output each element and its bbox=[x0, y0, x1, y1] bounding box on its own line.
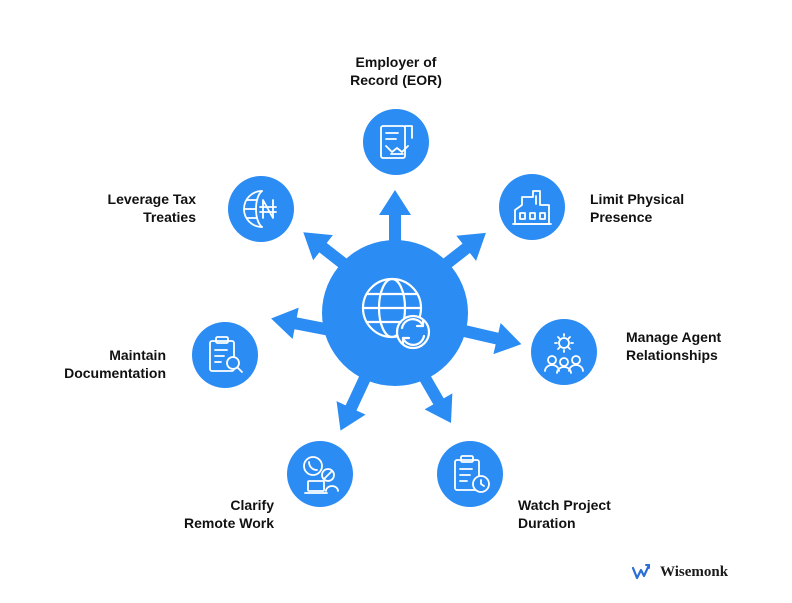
label-leverage-tax-treaties: Leverage Tax Treaties bbox=[107, 191, 196, 225]
label-eor: Employer of Record (EOR) bbox=[350, 54, 442, 88]
arrow-limit bbox=[437, 232, 486, 273]
node-eor bbox=[363, 109, 429, 175]
node-limit bbox=[499, 174, 565, 240]
arrow-agent bbox=[458, 322, 522, 355]
brand-name: Wisemonk bbox=[660, 563, 729, 580]
wisemonk-logo-icon bbox=[632, 563, 651, 580]
node-watch bbox=[437, 441, 503, 507]
hub-node bbox=[322, 240, 468, 386]
globe-naira-icon bbox=[243, 190, 277, 228]
arrows bbox=[271, 190, 522, 431]
brand-logo: Wisemonk bbox=[632, 563, 728, 581]
node-leverage bbox=[228, 176, 294, 242]
arrow-maintain bbox=[271, 307, 332, 340]
label-clarify-remote-work: Clarify Remote Work bbox=[184, 497, 274, 531]
clipboard-search-icon bbox=[209, 336, 243, 373]
contract-handshake-icon bbox=[380, 125, 413, 159]
globe-sync-icon bbox=[361, 277, 431, 350]
arrow-clarify bbox=[336, 375, 371, 431]
people-gear-icon bbox=[544, 333, 584, 374]
node-maintain bbox=[192, 322, 258, 388]
phone-laptop-icon bbox=[303, 456, 339, 494]
arrow-watch bbox=[419, 375, 453, 424]
label-manage-agent-relationships: Manage Agent Relationships bbox=[626, 329, 722, 363]
label-limit-physical-presence: Limit Physical Presence bbox=[590, 191, 685, 225]
node-agent bbox=[531, 319, 597, 385]
clipboard-clock-icon bbox=[454, 455, 490, 493]
factory-icon bbox=[512, 190, 552, 225]
label-watch-project-duration: Watch Project Duration bbox=[518, 497, 611, 531]
arrow-eor bbox=[379, 190, 411, 248]
label-maintain-documentation: Maintain Documentation bbox=[64, 347, 166, 381]
arrow-leverage bbox=[303, 232, 353, 273]
node-clarify bbox=[287, 441, 353, 507]
